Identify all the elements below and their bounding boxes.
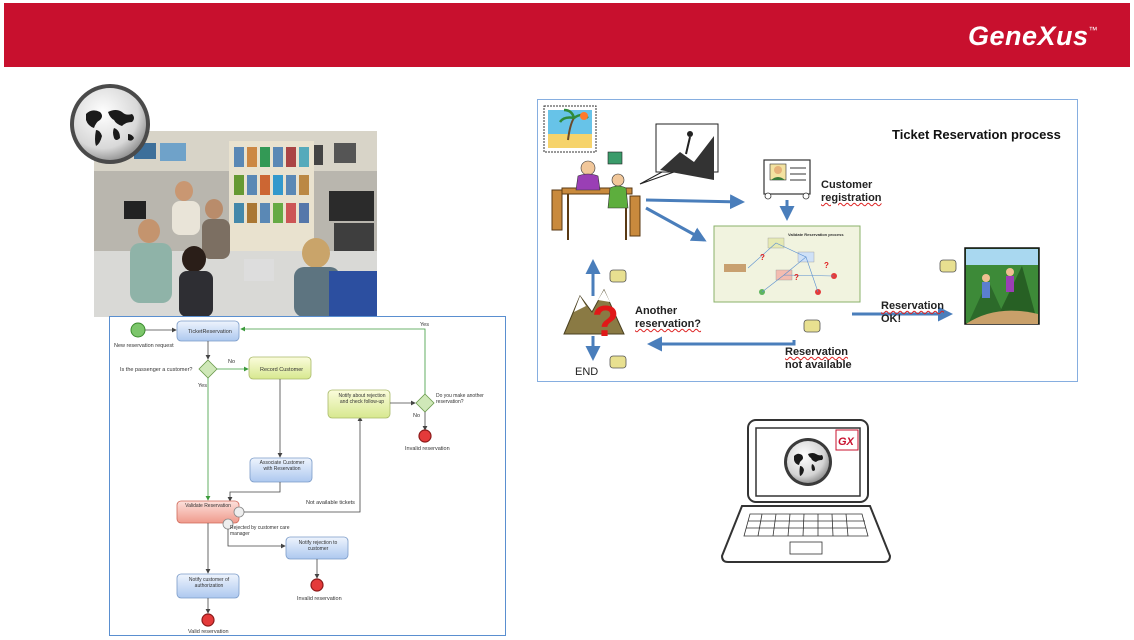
svg-text:Invalid reservation: Invalid reservation — [297, 596, 342, 602]
svg-text:Is the passenger a customer?: Is the passenger a customer? — [120, 367, 192, 373]
svg-text:Not available tickets: Not available tickets — [306, 500, 355, 506]
svg-text:?: ? — [760, 253, 765, 262]
process-title: Ticket Reservation process — [892, 127, 1061, 142]
customer-card-icon — [763, 159, 811, 200]
svg-text:Record Customer: Record Customer — [260, 367, 303, 373]
svg-text:?: ? — [824, 261, 829, 270]
svg-text:?: ? — [592, 297, 619, 346]
end-event-invalid-1 — [418, 429, 432, 443]
label-another-reservation: Another reservation? — [635, 305, 702, 330]
svg-text:?: ? — [794, 273, 799, 282]
hand-no-icon — [609, 355, 627, 369]
travel-agency-photo — [94, 131, 377, 317]
svg-text:TicketReservation: TicketReservation — [188, 329, 232, 335]
gateway-passenger — [198, 359, 218, 379]
header-bar: GeneXus™ — [4, 3, 1130, 67]
globe-icon — [68, 82, 152, 166]
label-end: END — [575, 366, 599, 378]
svg-text:Validate Reservation process: Validate Reservation process — [788, 232, 844, 237]
process-panel: Ticket Reservation process — [537, 99, 1078, 382]
hiker-bubble-icon — [639, 123, 719, 185]
label-reservation-ok: Reservation OK! — [881, 300, 944, 325]
svg-text:Invalid reservation: Invalid reservation — [405, 446, 450, 452]
travel-agent-icon — [551, 151, 641, 240]
gx-badge: GX — [838, 436, 855, 448]
end-event-invalid-2 — [310, 578, 324, 592]
label-customer-registration: Customer registration — [821, 179, 882, 204]
svg-text:No: No — [413, 413, 420, 419]
gateway-another — [415, 393, 435, 413]
svg-text:Valid reservation: Valid reservation — [188, 629, 229, 635]
label-not-available: Reservation not available — [785, 346, 852, 371]
svg-text:No: No — [228, 359, 235, 365]
genexus-logo: GeneXus™ — [967, 21, 1098, 51]
svg-text:Yes: Yes — [420, 322, 429, 328]
end-event-valid — [201, 613, 215, 627]
laptop-icon: GX — [720, 418, 892, 568]
beach-icon — [543, 105, 597, 153]
question-mark-icon: ? — [563, 288, 625, 346]
validate-process-thumbnail: Validate Reservation process ? ? ? — [713, 225, 861, 303]
hikers-icon — [964, 247, 1040, 325]
task-associate-customer — [249, 457, 313, 483]
svg-text:Yes: Yes — [198, 383, 207, 389]
bpmn-diagram: New reservation request TicketReservatio… — [109, 316, 506, 636]
hand-ok-icon — [609, 259, 957, 333]
start-label: New reservation request — [114, 343, 174, 349]
task-notify-check — [327, 389, 391, 419]
